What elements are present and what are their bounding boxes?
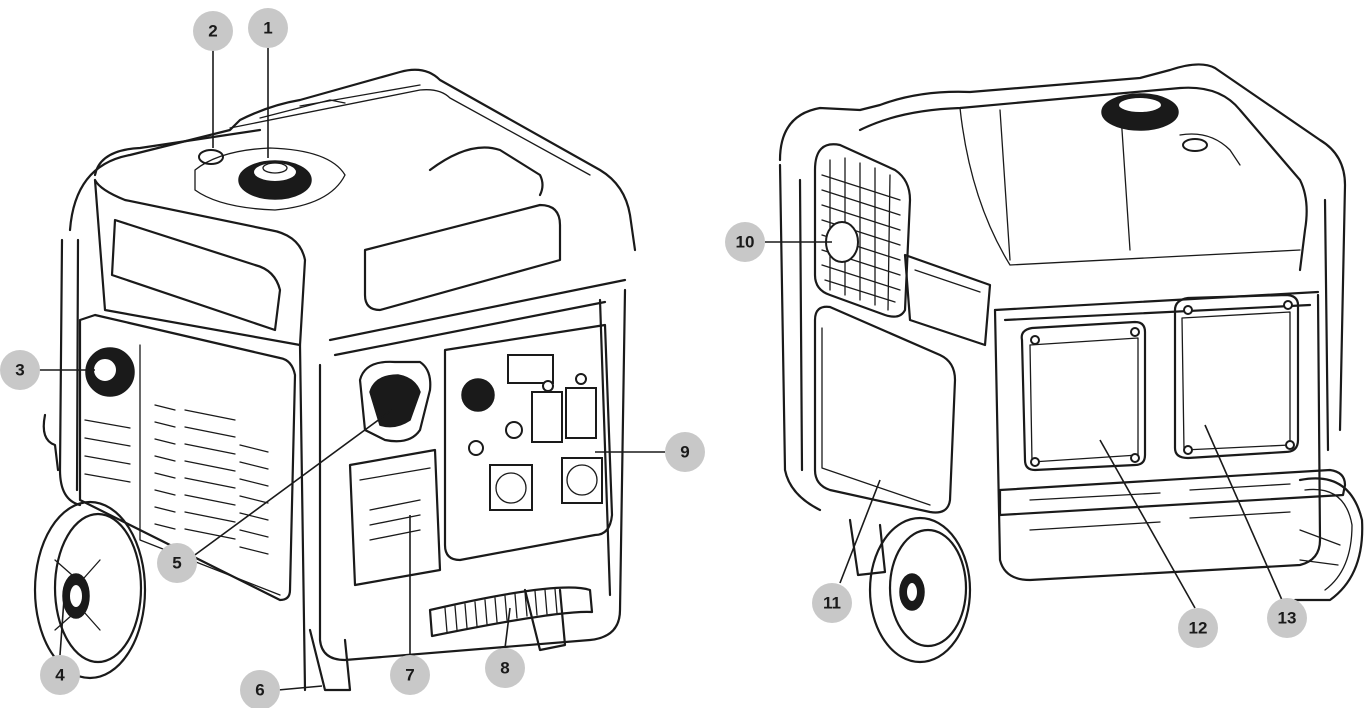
- callout-9-label: 9: [680, 443, 689, 462]
- callout-7-label: 7: [405, 666, 414, 685]
- callout-6-label: 6: [255, 681, 264, 700]
- callout-11-label: 11: [823, 594, 841, 613]
- callout-3-label: 3: [15, 361, 24, 380]
- callout-2: 2: [193, 11, 233, 51]
- callout-9: 9: [665, 432, 705, 472]
- callout-4-label: 4: [55, 666, 65, 685]
- callout-1-label: 1: [263, 19, 272, 38]
- callout-2-label: 2: [208, 22, 217, 41]
- callout-4: 4: [40, 655, 80, 695]
- callout-8-label: 8: [500, 659, 509, 678]
- callout-1: 1: [248, 8, 288, 48]
- callout-10-label: 10: [736, 233, 755, 252]
- callout-5-label: 5: [172, 554, 181, 573]
- generator-front-view: [33, 68, 637, 692]
- callout-12-label: 12: [1189, 619, 1208, 638]
- callout-11: 11: [812, 583, 852, 623]
- leader-lines: [37, 48, 1283, 691]
- callout-13-label: 13: [1278, 609, 1297, 628]
- generator-rear-view: [778, 63, 1364, 664]
- callout-8: 8: [485, 648, 525, 688]
- callout-12: 12: [1178, 608, 1218, 648]
- callout-13: 13: [1267, 598, 1307, 638]
- callout-5: 5: [157, 543, 197, 583]
- callout-3: 3: [0, 350, 40, 390]
- callout-7: 7: [390, 655, 430, 695]
- callout-10: 10: [725, 222, 765, 262]
- callout-6: 6: [240, 670, 280, 708]
